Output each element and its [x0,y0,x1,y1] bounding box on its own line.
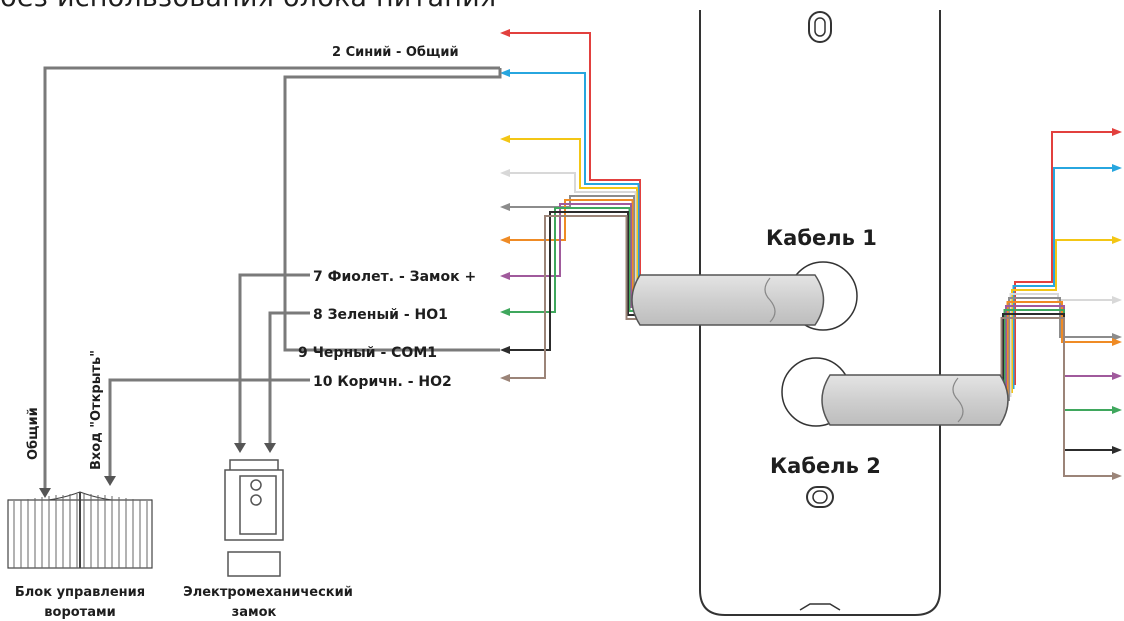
connection-arrows [39,443,276,498]
lock-label-line2: замок [232,605,277,620]
wire-left-arrow-blue [500,69,510,77]
wire-label-9: 9 Черный - COM1 [298,345,437,361]
cable2-label: Кабель 2 [770,454,881,478]
wire-left-arrow-orange [500,236,510,244]
gate-controller-icon [7,491,153,569]
wire-right-arrow-black [1112,446,1122,454]
gate-controller-label-line2: воротами [44,605,115,620]
lock-icon [224,459,284,577]
wire-right-arrow-yellow [1112,236,1122,244]
cable1-wires [500,29,680,382]
wire-right-arrow-purple [1112,372,1122,380]
wire-right-arrow-orange [1112,338,1122,346]
wire-label-10: 10 Коричн. - НО2 [313,374,452,390]
wire-left-arrow-white [500,169,510,177]
wire-right-blue [975,167,1112,389]
wire-right-arrow-blue [1112,164,1122,172]
wire-right-red [975,131,1112,385]
wire-right-yellow [975,239,1112,393]
wire-left-arrow-brown [500,374,510,382]
mount-hole-top [808,11,832,43]
wire-left-arrow-red [500,29,510,37]
wire-left-arrow-gray [500,203,510,211]
wire-left-arrow-yellow [500,135,510,143]
wire-left-red [510,32,680,284]
wire-left-arrow-black [500,346,510,354]
cable1 [631,274,825,326]
gate-common-label: Общий [26,407,41,460]
wire-right-arrow-white [1112,296,1122,304]
gate-controller-label-line1: Блок управления [15,585,145,600]
wire-left-arrow-purple [500,272,510,280]
wire-right-arrow-green [1112,406,1122,414]
wire-label-7: 7 Фиолет. - Замок + [313,269,476,285]
wire-label-2: 2 Синий - Общий [332,45,459,60]
cable2-wires [975,128,1122,480]
diagram-heading: без использования блока питания [0,0,496,13]
gate-open-label: Вход "Открыть" [89,350,104,470]
wire-left-brown [510,215,680,379]
wire-right-arrow-brown [1112,472,1122,480]
wire-right-arrow-red [1112,128,1122,136]
cable2 [821,374,1009,426]
lock-label-line1: Электромеханический [183,585,353,600]
wire-label-8: 8 Зеленый - НО1 [313,307,448,323]
wire-left-arrow-green [500,308,510,316]
mount-hole-bottom [806,486,834,508]
gate-common-line [43,66,500,490]
cable1-label: Кабель 1 [766,226,877,250]
connection-lines [43,66,502,490]
